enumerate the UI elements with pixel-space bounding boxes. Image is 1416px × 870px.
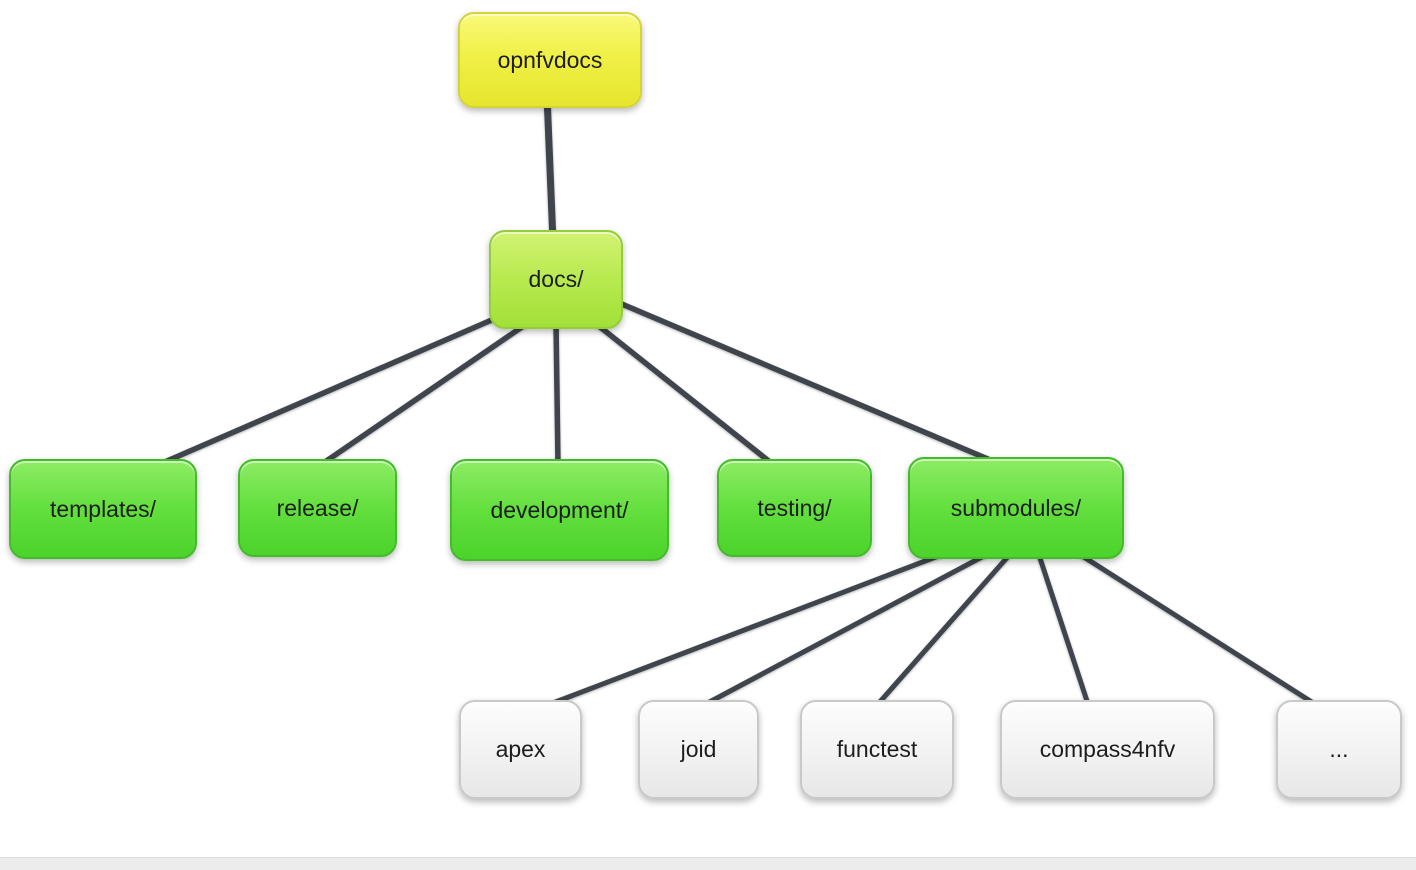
node-ellipsis: ... <box>1276 700 1402 799</box>
node-templates-label: templates/ <box>49 495 157 522</box>
node-functest: functest <box>800 700 954 799</box>
edge-submodules-functest <box>875 549 1015 707</box>
node-functest-label: functest <box>836 736 918 762</box>
bottom-bar <box>0 857 1416 870</box>
node-testing: testing/ <box>717 459 872 557</box>
node-opnfvdocs: opnfvdocs <box>458 12 642 108</box>
node-compass4nfv-label: compass4nfv <box>1039 736 1176 762</box>
node-release-label: release/ <box>276 494 359 521</box>
edge-docs-templates <box>157 309 513 467</box>
node-joid: joid <box>638 700 759 799</box>
node-docs: docs/ <box>489 230 623 329</box>
edge-docs-submodules <box>614 299 998 465</box>
node-templates: templates/ <box>9 459 197 559</box>
node-opnfvdocs-label: opnfvdocs <box>497 46 603 73</box>
node-ellipsis-label: ... <box>1329 736 1349 762</box>
node-submodules: submodules/ <box>908 457 1124 559</box>
edge-docs-release <box>319 315 538 467</box>
edge-docs-development <box>553 319 561 467</box>
edge-docs-testing <box>582 312 778 469</box>
node-joid-label: joid <box>680 736 717 762</box>
edge-submodules-joid <box>699 547 998 709</box>
node-release: release/ <box>238 459 397 557</box>
edge-opnfvdocs-docs <box>543 91 557 246</box>
node-compass4nfv: compass4nfv <box>1000 700 1215 799</box>
edge-submodules-apex <box>542 539 978 709</box>
node-development: development/ <box>450 459 669 561</box>
node-apex-label: apex <box>495 736 546 762</box>
edge-submodules-compass4nfv <box>1035 549 1091 707</box>
node-docs-label: docs/ <box>528 266 584 292</box>
edge-submodules-ellipsis <box>1062 542 1321 709</box>
node-apex: apex <box>459 700 582 799</box>
node-testing-label: testing/ <box>757 494 832 521</box>
node-development-label: development/ <box>490 496 629 523</box>
node-submodules-label: submodules/ <box>950 494 1082 521</box>
